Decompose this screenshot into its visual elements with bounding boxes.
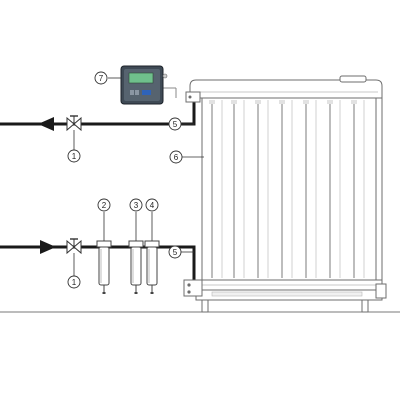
callout-filter-3: 4: [145, 198, 159, 212]
filter-housing-icon: [144, 240, 160, 294]
svg-text:1: 1: [72, 152, 77, 161]
svg-text:5: 5: [173, 120, 178, 129]
outlet-line: [0, 100, 196, 150]
dryer-vessel: [183, 75, 387, 313]
callout-filter-1: 2: [97, 198, 111, 212]
callout-inlet-connection: 5: [168, 245, 182, 259]
ball-valve-icon: [66, 115, 82, 132]
svg-text:5: 5: [173, 248, 178, 257]
flow-arrow-right-icon: [40, 240, 56, 254]
svg-text:3: 3: [134, 201, 139, 210]
callout-filter-2: 3: [129, 198, 143, 212]
svg-text:7: 7: [99, 74, 104, 83]
filter-housing-icon: [96, 240, 112, 294]
svg-text:4: 4: [150, 201, 155, 210]
callout-dryer-vessel: 6: [169, 150, 183, 164]
outlet-pipe: [0, 100, 196, 126]
controller-button: [142, 90, 151, 95]
svg-text:6: 6: [174, 153, 179, 162]
svg-text:1: 1: [72, 278, 77, 287]
callout-outlet-connection: 5: [168, 117, 182, 131]
callout-inlet-valve: 1: [67, 275, 81, 289]
flow-arrow-left-icon: [38, 117, 54, 131]
svg-text:2: 2: [102, 201, 107, 210]
controller-screen: [128, 72, 154, 84]
filter-housing-icon: [128, 240, 144, 294]
callout-controller: 7: [94, 71, 108, 85]
callout-outlet-valve: 1: [67, 149, 81, 163]
ball-valve-icon: [66, 238, 82, 255]
inlet-line: [0, 212, 196, 294]
controller-icon: [120, 65, 177, 105]
inlet-pipe: [0, 245, 196, 281]
